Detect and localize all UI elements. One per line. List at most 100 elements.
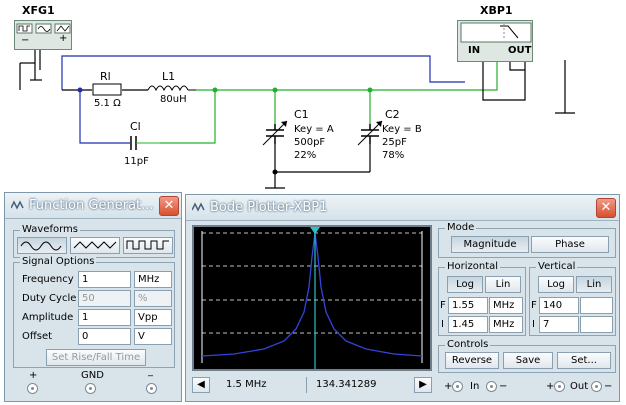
cursor-frequency-readout: 1.5 MHz [226, 379, 267, 390]
function-generator-close-button[interactable]: ✕ [159, 196, 179, 216]
vertical-final-label: F [531, 300, 537, 311]
signal-options-title: Signal Options [20, 256, 97, 267]
set-rise-fall-time-button[interactable]: Set Rise/Fall Time [46, 349, 146, 366]
in-label: In [470, 381, 480, 392]
phase-button[interactable]: Phase [531, 236, 609, 253]
xfg1-plus: + [59, 33, 68, 44]
frequency-input[interactable]: 1 [78, 271, 131, 288]
offset-unit[interactable]: V [134, 328, 172, 345]
fg-terminal-plus-label: + [29, 370, 38, 381]
cursor-left-button[interactable]: ◀ [192, 377, 210, 393]
signal-options-group: Signal Options Frequency 1 MHz Duty Cycl… [13, 256, 175, 368]
horizontal-log-button[interactable]: Log [447, 276, 483, 293]
offset-input[interactable]: 0 [78, 328, 131, 345]
magnitude-button[interactable]: Magnitude [451, 236, 529, 253]
in-minus-terminal[interactable] [486, 381, 497, 392]
bode-plotter-title: Bode Plotter-XBP1 [210, 200, 328, 215]
fg-terminal-plus[interactable] [27, 383, 38, 394]
vertical-log-button[interactable]: Log [538, 276, 574, 293]
bode-plotter-icon [191, 202, 206, 212]
out-label: Out [570, 381, 589, 392]
xbp1-out-label: OUT [508, 45, 532, 56]
save-button[interactable]: Save [503, 352, 553, 369]
xfg1-label: XFG1 [22, 4, 55, 17]
offset-label: Offset [22, 331, 53, 342]
duty-cycle-input[interactable]: 50 [78, 290, 131, 307]
horizontal-final-input[interactable]: 1.55 [448, 297, 488, 314]
horizontal-initial-unit[interactable]: MHz [489, 316, 523, 333]
function-generator-title: Function Generat... [29, 198, 154, 213]
fg-terminal-minus-label: _ [148, 366, 153, 377]
cursor-value-readout: 134.341289 [316, 379, 377, 390]
xfg1-instrument[interactable]: − + [14, 20, 72, 50]
reverse-button[interactable]: Reverse [445, 352, 499, 369]
triangle-wave-button[interactable] [70, 237, 120, 254]
mode-title: Mode [445, 222, 477, 233]
function-generator-panel: Function Generat... ✕ Waveforms Signal O… [4, 192, 182, 402]
horizontal-final-label: F [440, 300, 446, 311]
c1-name: C1 [294, 108, 309, 121]
fg-terminal-minus[interactable] [146, 383, 157, 394]
cursor-right-button[interactable]: ▶ [414, 377, 432, 393]
duty-cycle-unit[interactable]: % [134, 290, 172, 307]
amplitude-unit[interactable]: Vpp [134, 309, 172, 326]
waveforms-group: Waveforms [13, 224, 175, 258]
square-wave-icon [126, 240, 169, 250]
function-generator-icon [10, 200, 25, 210]
out-plus-label: + [546, 381, 555, 392]
bode-plotter-close-button[interactable]: ✕ [596, 198, 616, 218]
xbp1-in-label: IN [468, 45, 481, 56]
in-plus-label: + [444, 381, 453, 392]
xbp1-instrument[interactable]: IN OUT [457, 20, 533, 62]
l1-name: L1 [162, 70, 176, 83]
vertical-final-unit[interactable] [580, 297, 613, 314]
vertical-final-input[interactable]: 140 [539, 297, 579, 314]
duty-cycle-label: Duty Cycle [22, 293, 77, 304]
c1-percent: 22% [294, 150, 317, 161]
l1-value: 80uH [160, 94, 187, 105]
horizontal-group: Horizontal Log Lin F 1.55 MHz I 1.45 MHz [438, 261, 526, 336]
horizontal-initial-label: I [441, 319, 444, 330]
vertical-initial-unit[interactable] [580, 316, 613, 333]
in-minus-label: − [499, 381, 508, 392]
frequency-label: Frequency [22, 274, 74, 285]
out-plus-terminal[interactable] [554, 381, 565, 392]
bode-plot-display[interactable] [192, 225, 432, 371]
bode-plotter-panel: Bode Plotter-XBP1 ✕ ◀ 1.5 MHz 134.341289… [185, 194, 620, 402]
vertical-initial-input[interactable]: 7 [539, 316, 579, 333]
vertical-lin-button[interactable]: Lin [576, 276, 612, 293]
waveforms-title: Waveforms [20, 224, 80, 235]
cl-name: Cl [130, 120, 141, 133]
out-minus-terminal[interactable] [591, 381, 602, 392]
c2-key: Key = B [382, 124, 422, 135]
bode-plot-graph [201, 227, 423, 369]
set-button[interactable]: Set... [557, 352, 611, 369]
r1-name: Rl [100, 70, 111, 83]
bode-cursor-marker[interactable] [310, 227, 320, 234]
in-plus-terminal[interactable] [452, 381, 463, 392]
r1-value: 5.1 Ω [94, 98, 121, 109]
xfg1-minus: − [21, 35, 30, 46]
square-wave-button[interactable] [123, 237, 173, 254]
vertical-initial-label: I [532, 319, 535, 330]
sine-wave-icon [20, 241, 62, 251]
fg-terminal-gnd-label: GND [81, 370, 104, 381]
horizontal-lin-button[interactable]: Lin [485, 276, 521, 293]
horizontal-title: Horizontal [445, 261, 501, 272]
horizontal-initial-input[interactable]: 1.45 [448, 316, 488, 333]
sine-wave-button[interactable] [17, 237, 67, 254]
mode-group: Mode Magnitude Phase [438, 222, 616, 258]
out-minus-label: − [604, 381, 613, 392]
frequency-unit[interactable]: MHz [134, 271, 172, 288]
amplitude-input[interactable]: 1 [78, 309, 131, 326]
controls-group: Controls Reverse Save Set... [438, 339, 616, 373]
function-generator-titlebar[interactable]: Function Generat... ✕ [5, 193, 181, 219]
fg-terminal-gnd[interactable] [85, 383, 96, 394]
schematic-wires [19, 48, 575, 189]
controls-title: Controls [445, 339, 491, 350]
horizontal-final-unit[interactable]: MHz [489, 297, 523, 314]
c2-value: 25pF [382, 137, 407, 148]
readout-divider [306, 377, 307, 393]
xbp1-label: XBP1 [480, 4, 513, 17]
bode-plotter-titlebar[interactable]: Bode Plotter-XBP1 ✕ [186, 195, 619, 221]
